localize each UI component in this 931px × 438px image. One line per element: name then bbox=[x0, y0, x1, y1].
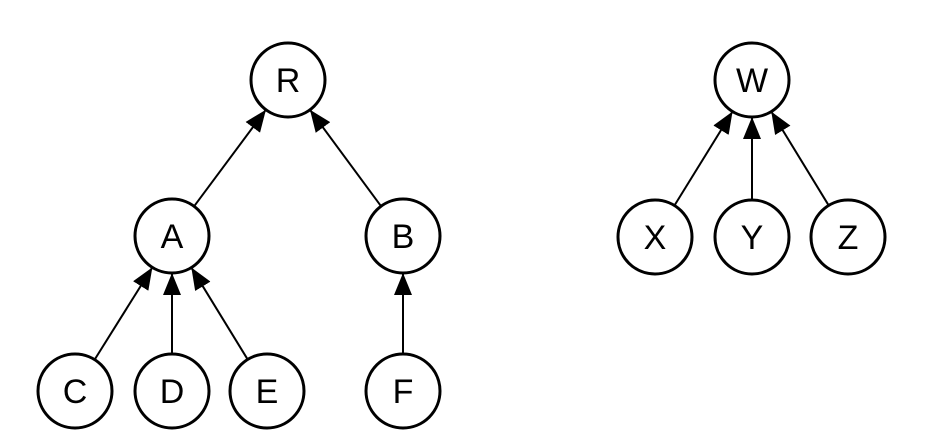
node-c: C bbox=[36, 352, 114, 430]
nodes-layer: R A B C D E F W X Y Z bbox=[36, 41, 887, 430]
node-label: W bbox=[736, 62, 768, 100]
node-f: F bbox=[364, 352, 442, 430]
edge-b-to-r bbox=[309, 109, 382, 207]
node-d: D bbox=[133, 352, 211, 430]
node-circle bbox=[616, 198, 694, 276]
node-label: R bbox=[276, 62, 301, 100]
node-circle bbox=[713, 198, 791, 276]
node-label: X bbox=[644, 219, 667, 257]
edge-e-to-a bbox=[190, 267, 249, 360]
node-label: Z bbox=[838, 219, 859, 257]
node-circle bbox=[228, 352, 306, 430]
node-circle bbox=[809, 198, 887, 276]
node-w: W bbox=[713, 41, 791, 119]
node-circle bbox=[133, 352, 211, 430]
node-a: A bbox=[133, 197, 211, 275]
node-circle bbox=[364, 197, 442, 275]
node-label: E bbox=[256, 373, 279, 411]
edge-a-to-r bbox=[193, 109, 267, 207]
node-label: F bbox=[393, 373, 414, 411]
node-circle bbox=[249, 41, 327, 119]
node-e: E bbox=[228, 352, 306, 430]
node-label: C bbox=[63, 373, 88, 411]
edge-c-to-a bbox=[93, 266, 154, 361]
node-circle bbox=[713, 41, 791, 119]
node-z: Z bbox=[809, 198, 887, 276]
node-label: Y bbox=[741, 219, 764, 257]
node-circle bbox=[364, 352, 442, 430]
edge-x-to-w bbox=[673, 110, 734, 207]
node-r: R bbox=[249, 41, 327, 119]
edge-z-to-w bbox=[770, 111, 830, 206]
node-label: A bbox=[161, 218, 184, 256]
node-circle bbox=[133, 197, 211, 275]
node-label: D bbox=[160, 373, 185, 411]
node-b: B bbox=[364, 197, 442, 275]
node-circle bbox=[36, 352, 114, 430]
edges-layer bbox=[93, 109, 830, 361]
node-x: X bbox=[616, 198, 694, 276]
node-y: Y bbox=[713, 198, 791, 276]
node-label: B bbox=[392, 218, 415, 256]
